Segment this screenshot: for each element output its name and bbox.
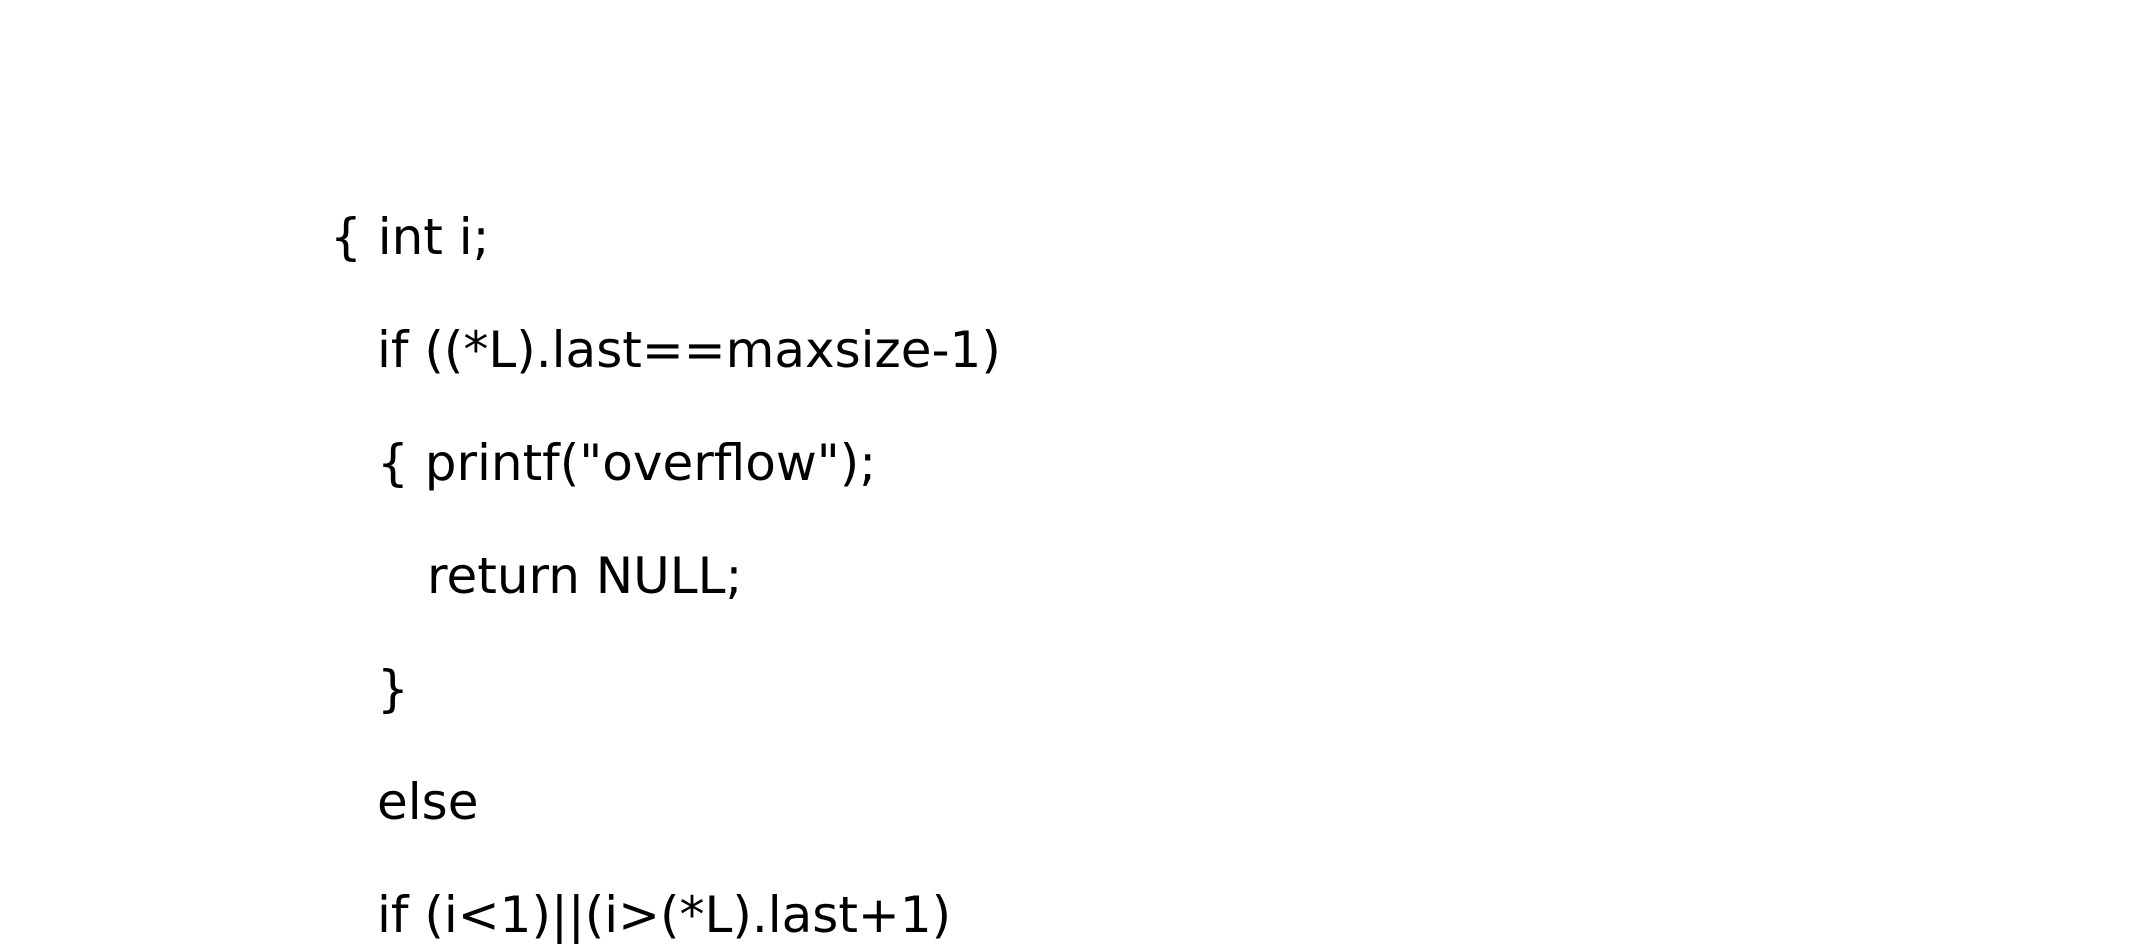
code-document: { int i; if ((*L).last==maxsize-1) { pri… bbox=[330, 208, 1001, 940]
code-line: if ((*L).last==maxsize-1) bbox=[377, 321, 1001, 379]
code-line: { int i; bbox=[330, 208, 490, 266]
code-line-partially-visible: if (i<1)||(i>(*L).last+1) bbox=[377, 886, 952, 944]
code-line: { printf("overflow"); bbox=[377, 434, 877, 492]
code-line: return NULL; bbox=[427, 547, 743, 605]
code-line: else bbox=[377, 773, 479, 831]
code-line: } bbox=[377, 660, 409, 718]
